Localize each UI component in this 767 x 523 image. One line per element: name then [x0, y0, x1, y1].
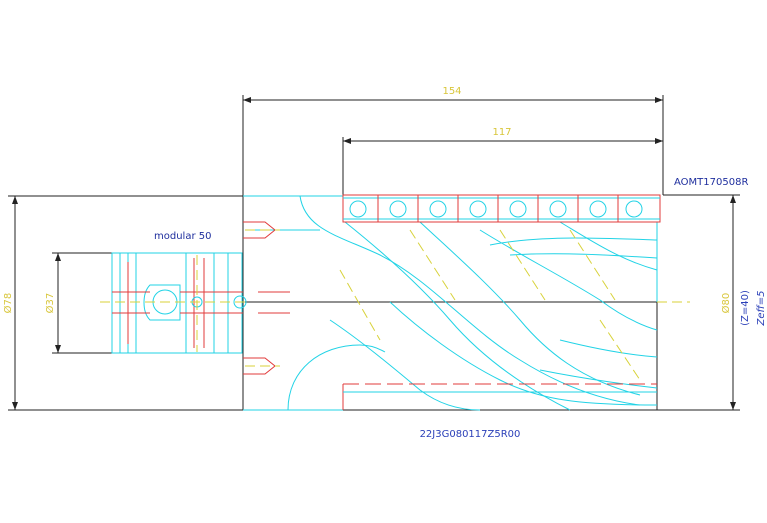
insert-label: AOMT170508R: [674, 177, 748, 188]
centerlines: [100, 229, 690, 381]
dimension-lines: [8, 95, 740, 411]
screw-holes: [243, 221, 280, 375]
adapter-label: modular 50: [154, 231, 211, 242]
z-eff-label: Zeff=5: [756, 291, 767, 327]
part-number: 22J3G080117Z5R00: [420, 429, 521, 440]
lower-hidden-strip: [342, 383, 657, 410]
dim-right-diameter: Ø80: [720, 293, 732, 314]
dim-flute-length: 117: [492, 127, 511, 138]
dim-bore-diameter: Ø37: [44, 293, 56, 314]
insert-strip: [342, 194, 661, 223]
dim-left-diameter: Ø78: [2, 293, 14, 314]
adapter: [111, 252, 290, 354]
dim-overall-length: 154: [442, 86, 461, 97]
cutter-body: [242, 195, 663, 411]
z-total-label: (Z=40): [740, 290, 751, 326]
